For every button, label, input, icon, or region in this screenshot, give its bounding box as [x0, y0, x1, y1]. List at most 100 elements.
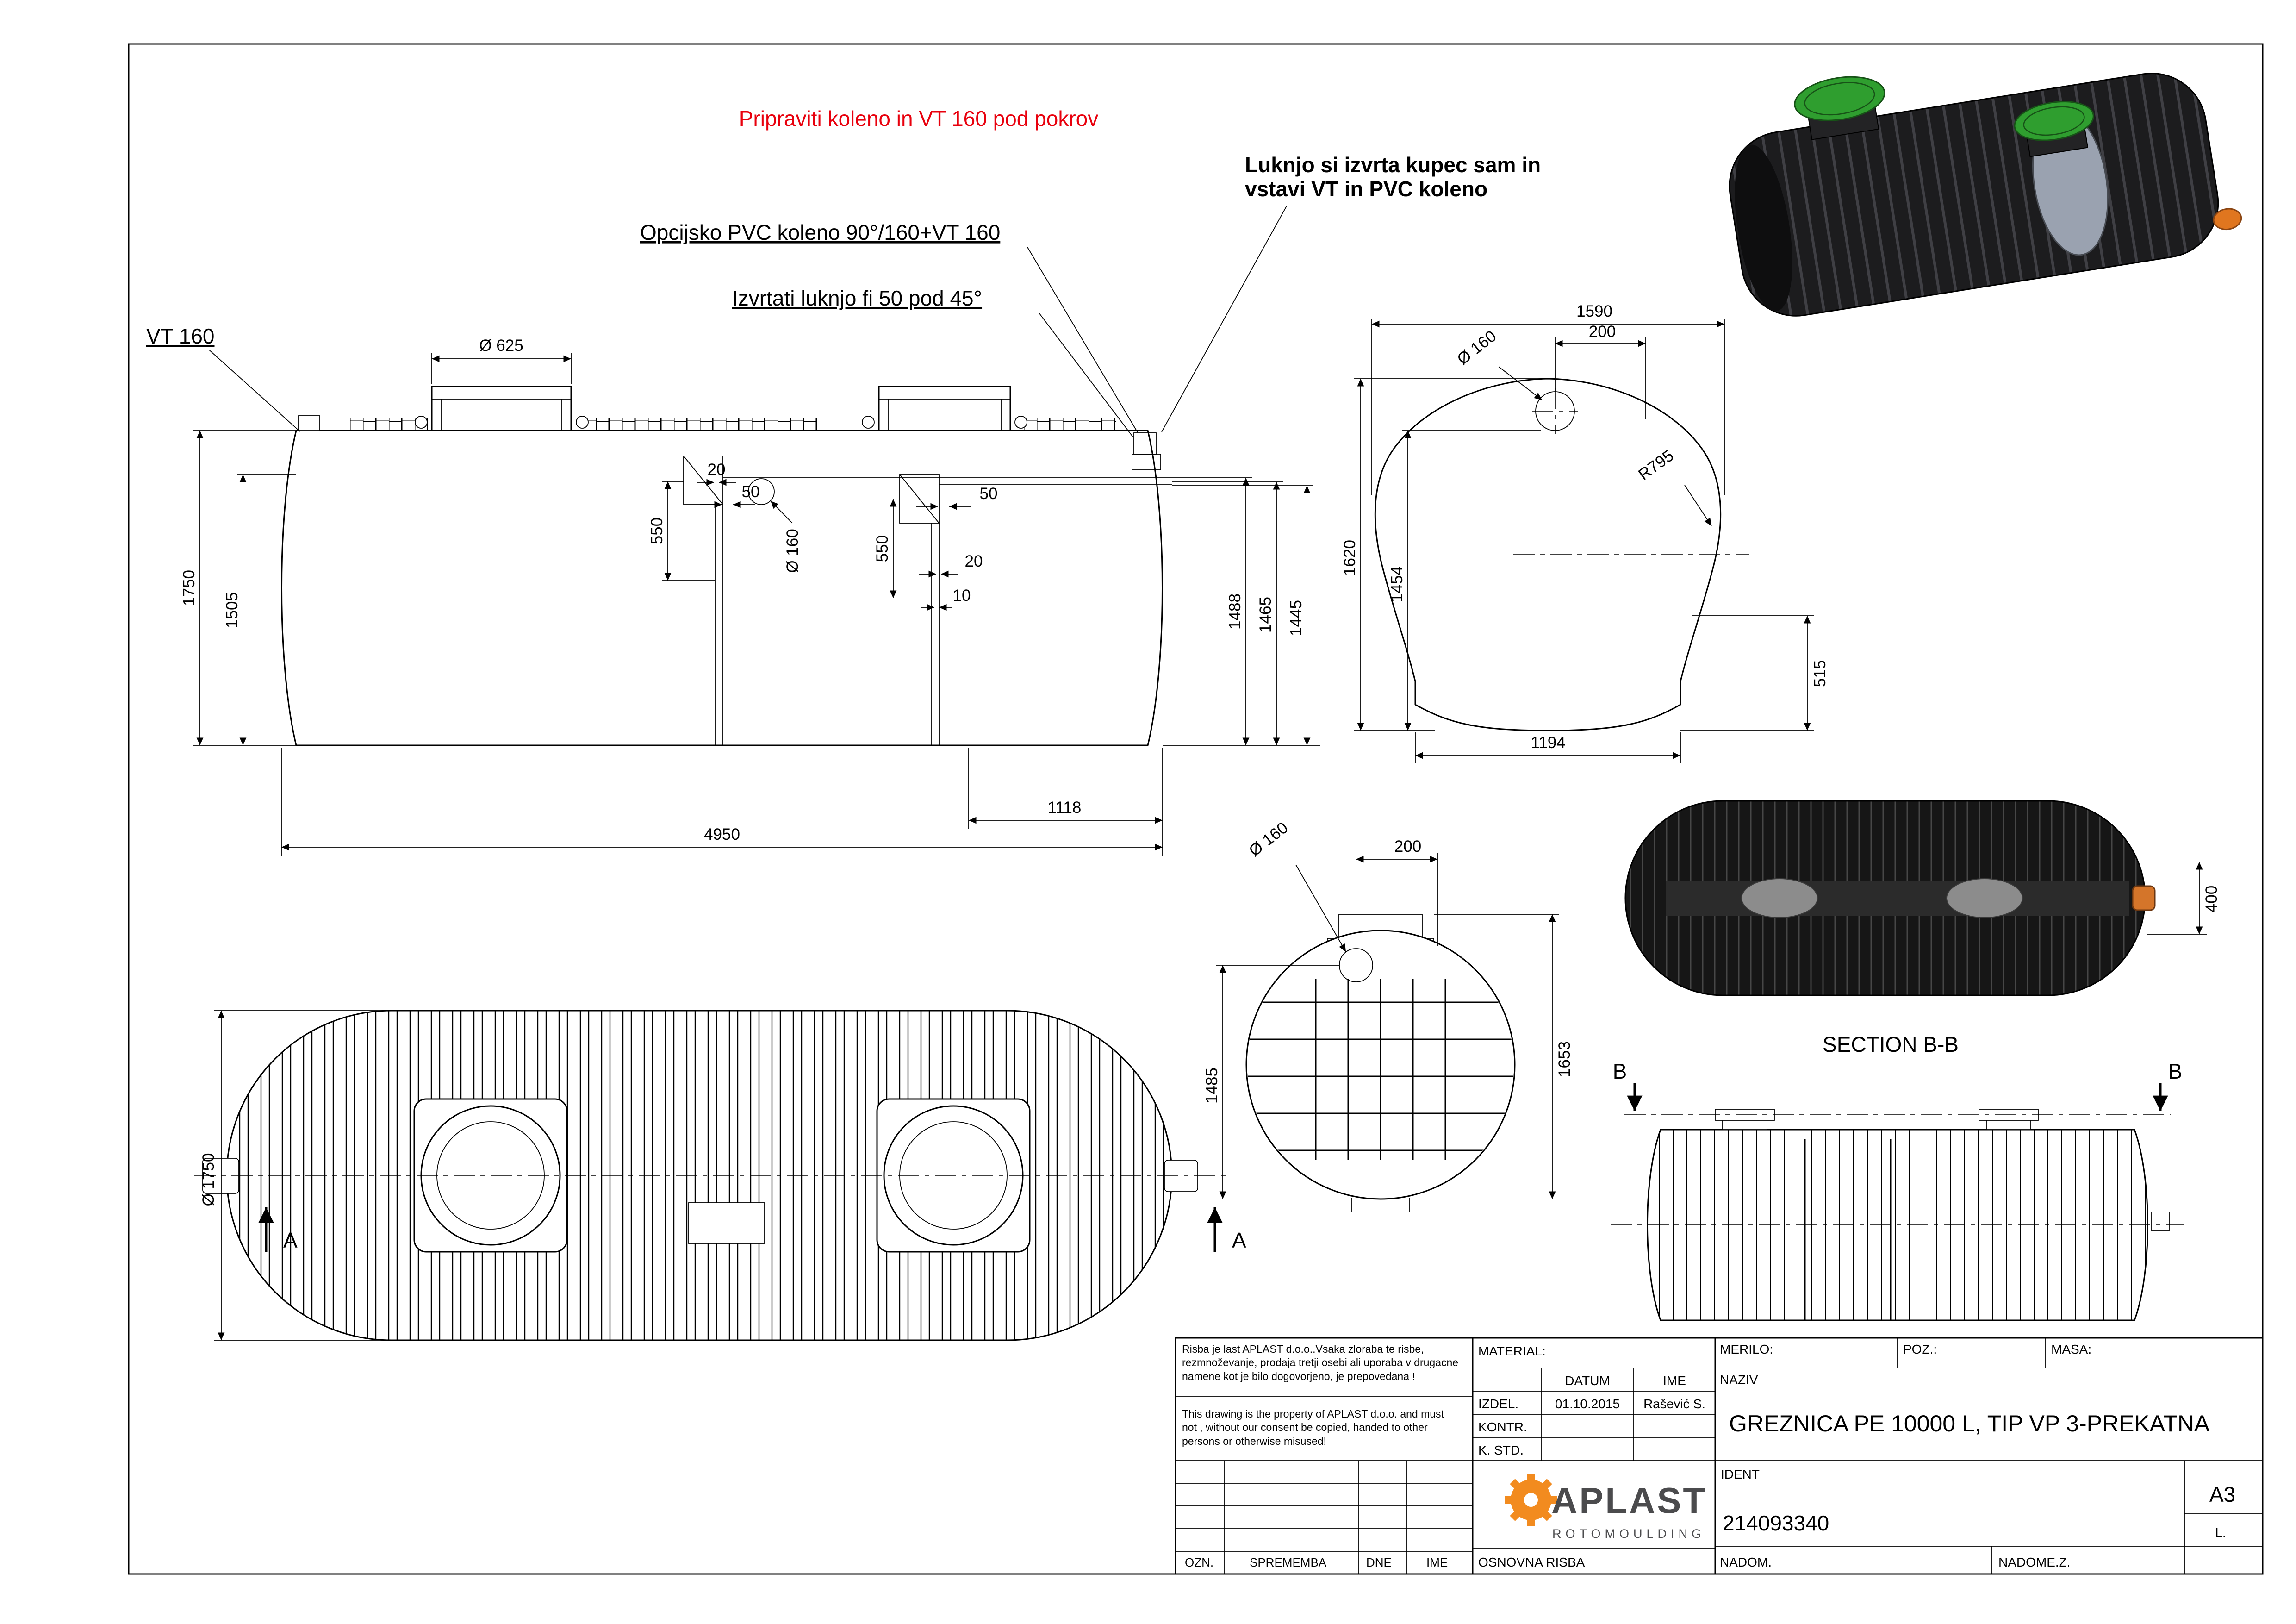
outlet-stub	[1164, 1160, 1198, 1192]
render-green-lid-2	[2014, 101, 2094, 141]
plan-view: Ø 1750 A A	[194, 1010, 1246, 1341]
dim-160-circle: Ø 160	[1245, 818, 1291, 860]
render-orange-cap	[2213, 208, 2242, 231]
note-red: Pripraviti koleno in VT 160 pod pokrov	[739, 106, 1098, 131]
izdel-label: IZDEL.	[1478, 1397, 1518, 1411]
end-view: 1590 Ø 160 200 1620 1454 R795 515 1194	[1341, 302, 1829, 763]
ime-col-label: IME	[1426, 1555, 1448, 1569]
section-marker-b1: B	[1613, 1059, 1627, 1083]
dim-1485: 1485	[1203, 1068, 1221, 1104]
masa-label: MASA:	[2051, 1342, 2091, 1356]
rib-crenellation	[1024, 418, 1116, 431]
plan-detail-box	[688, 1202, 765, 1244]
dim-1653: 1653	[1556, 1041, 1574, 1077]
merilo-label: MERILO:	[1720, 1342, 1773, 1356]
tank-outline	[281, 430, 1163, 746]
dim-20b: 20	[965, 552, 983, 570]
nadomez-label: NADOME.Z.	[1998, 1555, 2071, 1569]
dim-200-circle: 200	[1394, 837, 1421, 856]
ident-value: 214093340	[1723, 1511, 1829, 1535]
pipe-section-circle	[748, 478, 775, 505]
dim-625: Ø 625	[479, 337, 523, 355]
annotations: Pripraviti koleno in VT 160 pod pokrov L…	[146, 106, 1541, 437]
note-bold-line2: vstavi VT in PVC koleno	[1245, 177, 1487, 201]
format-label: A3	[2209, 1482, 2235, 1506]
naziv-label: NAZIV	[1720, 1373, 1758, 1387]
dim-50b: 50	[980, 485, 998, 503]
dim-4950: 4950	[704, 825, 740, 843]
kstd-label: K. STD.	[1478, 1443, 1524, 1457]
dim-160-front: Ø 160	[784, 529, 802, 573]
section-marker-b2: B	[2168, 1059, 2183, 1083]
disclaimer-english: This drawing is the property of APLAST d…	[1182, 1408, 1444, 1447]
nadom-label: NADOM.	[1720, 1555, 1772, 1569]
disclaimer-slovenian: Risba je last APLAST d.o.o..Vsaka zlorab…	[1182, 1343, 1459, 1382]
material-label: MATERIAL:	[1478, 1344, 1546, 1358]
dim-1454: 1454	[1388, 566, 1406, 602]
dim-10: 10	[953, 587, 971, 605]
render-end-cap	[1735, 144, 1792, 312]
note-opcijsko: Opcijsko PVC koleno 90°/160+VT 160	[640, 220, 1000, 244]
dim-1750-plan: Ø 1750	[199, 1153, 218, 1206]
dim-550a: 550	[648, 518, 666, 544]
osnovna-label: OSNOVNA RISBA	[1478, 1555, 1585, 1569]
front-view: Ø 625 1750 1505 4950 1118 1488 1465 1445…	[180, 337, 1320, 856]
poz-label: POZ.:	[1903, 1342, 1937, 1356]
lid-opening-1	[1741, 878, 1818, 918]
render-3d	[1729, 72, 2242, 317]
rib-crenellation	[586, 418, 817, 431]
dim-400: 400	[2203, 886, 2221, 912]
dim-1620: 1620	[1341, 540, 1359, 576]
dim-1505: 1505	[223, 592, 241, 628]
ident-label: IDENT	[1721, 1467, 1760, 1481]
kontr-label: KONTR.	[1478, 1420, 1527, 1434]
sprememba-label: SPREMEMBA	[1250, 1555, 1327, 1569]
end-outline	[1374, 378, 1722, 731]
dim-160-end: Ø 160	[1454, 327, 1500, 368]
manhole-neck-1	[431, 386, 572, 431]
izdel-ime: Rašević S.	[1643, 1397, 1705, 1411]
label-vt160: VT 160	[146, 324, 214, 348]
dne-label: DNE	[1366, 1555, 1392, 1569]
note-bold-line1: Luknjo si izvrta kupec sam in	[1245, 153, 1541, 177]
section-title: SECTION B-B	[1823, 1032, 1959, 1056]
ime-label: IME	[1663, 1374, 1686, 1388]
izdel-datum: 01.10.2015	[1555, 1397, 1620, 1411]
dim-1590: 1590	[1576, 302, 1612, 320]
note-izvrtati: Izvrtati luknjo fi 50 pod 45°	[732, 286, 982, 310]
render-green-lid-1	[1794, 76, 1885, 121]
dim-1118: 1118	[1048, 799, 1082, 817]
rib-crenellation	[350, 418, 428, 431]
circle-view: Ø 160 200 1485 1653	[1203, 818, 1574, 1212]
datum-label: DATUM	[1565, 1374, 1610, 1388]
dim-1445: 1445	[1287, 600, 1305, 636]
drawing-title: GREZNICA PE 10000 L, TIP VP 3-PREKATNA	[1729, 1411, 2210, 1437]
dim-515: 515	[1811, 660, 1829, 687]
section-bb-view: 400 SECTION B-B	[1624, 800, 2221, 1056]
side-outlet	[2151, 1212, 2170, 1231]
dim-20a: 20	[708, 461, 726, 479]
section-marker-a2: A	[1232, 1228, 1246, 1252]
l-label: L.	[2215, 1525, 2226, 1540]
dim-1194: 1194	[1531, 734, 1565, 752]
logo-text: APLAST	[1551, 1480, 1707, 1521]
title-block: OZN. SPREMEMBA DNE IME MATERIAL: DATUM I…	[1175, 1337, 2264, 1575]
side-view: B B	[1611, 1059, 2184, 1321]
ozn-label: OZN.	[1185, 1555, 1213, 1569]
render-body	[1729, 72, 2219, 317]
dim-1465: 1465	[1257, 597, 1275, 633]
lid-opening-2	[1946, 878, 2023, 918]
internal-grid	[1247, 979, 1514, 1160]
dim-50a: 50	[742, 483, 760, 501]
section-marker-a1: A	[283, 1228, 298, 1252]
aplast-logo: APLAST ROTOMOULDING	[1505, 1474, 1707, 1541]
dim-1750: 1750	[180, 570, 198, 606]
vt160-fitting	[298, 415, 320, 431]
logo-subtext: ROTOMOULDING	[1552, 1527, 1705, 1541]
dim-550b: 550	[873, 535, 891, 562]
orange-fitting	[2132, 885, 2156, 911]
manhole-neck-2	[878, 386, 1011, 431]
dim-200-end: 200	[1589, 323, 1616, 341]
